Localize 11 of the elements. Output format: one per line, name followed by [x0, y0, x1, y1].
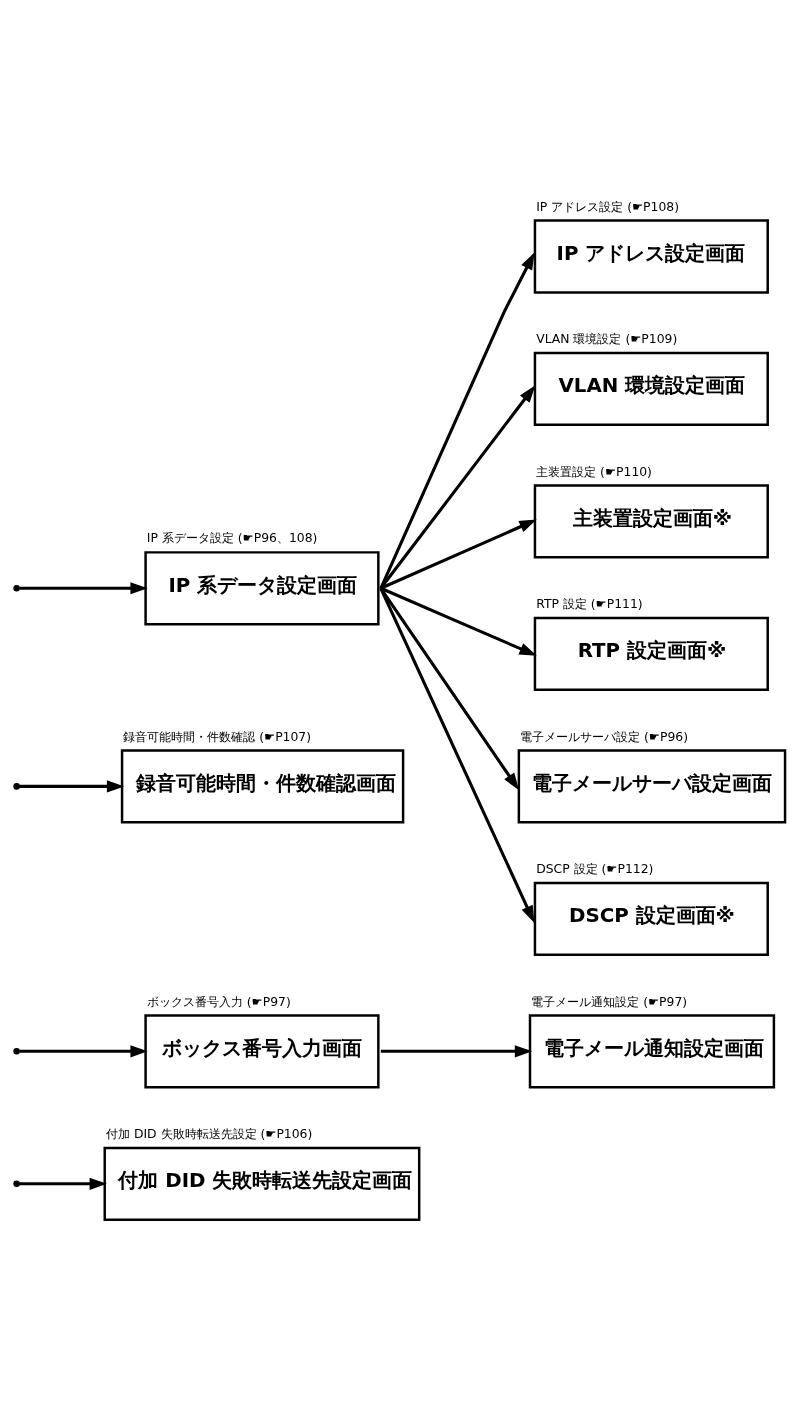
node-label: 付加 DID 失敗時転送先設定 (☛P106)	[105, 1126, 312, 1141]
node-label: DSCP 設定 (☛P112)	[535, 861, 653, 876]
node-label: 録音可能時間・件数確認 (☛P107)	[122, 729, 311, 744]
node-label: VLAN 環境設定 (☛P109)	[535, 331, 677, 346]
node-label: RTP 設定 (☛P111)	[535, 596, 643, 611]
node-label: ボックス番号入力 (☛P97)	[146, 994, 291, 1009]
node-label: 電子メール通知設定 (☛P97)	[530, 994, 687, 1009]
node-label: IP 系データ設定 (☛P96、108)	[146, 530, 317, 545]
node-label: 主装置設定 (☛P110)	[535, 464, 652, 479]
node-label: 電子メールサーバ設定 (☛P96)	[519, 729, 688, 744]
node-label: IP アドレス設定 (☛P108)	[535, 199, 679, 214]
